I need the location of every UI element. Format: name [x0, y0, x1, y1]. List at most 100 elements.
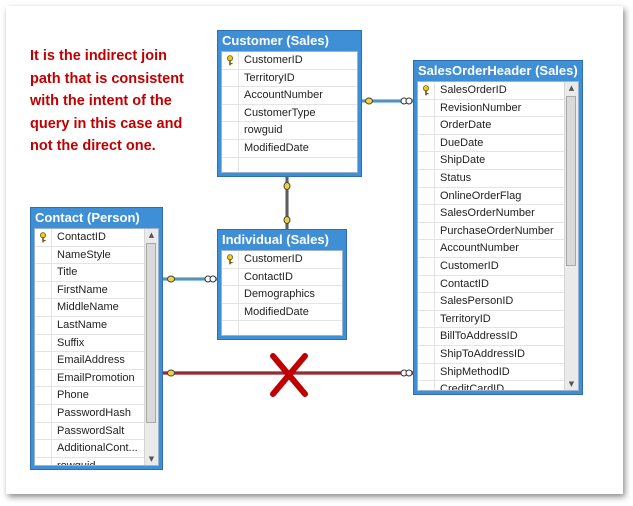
column-name: rowguid [57, 459, 96, 466]
column-list: CustomerID TerritoryID AccountNumber Cus… [221, 51, 358, 173]
column-row[interactable]: Phone [35, 387, 158, 405]
column-name: PurchaseOrderNumber [440, 224, 554, 237]
column-name: BillToAddressID [440, 330, 518, 343]
column-row[interactable]: ModifiedDate [222, 140, 357, 158]
column-row[interactable]: ContactID [418, 275, 578, 294]
column-name: SalesOrderID [440, 84, 507, 96]
column-row[interactable]: EmailAddress [35, 352, 158, 370]
key-icon [227, 254, 233, 265]
column-row[interactable]: CustomerType [222, 104, 357, 123]
column-name: FirstName [57, 283, 108, 296]
column-name: ShipMethodID [440, 365, 510, 378]
column-list: CustomerID ContactID Demographics Modifi… [221, 250, 343, 336]
column-row[interactable]: BillToAddressID [418, 328, 578, 346]
table-customer[interactable]: Customer (Sales) CustomerID TerritoryID … [217, 30, 362, 177]
column-name: TerritoryID [244, 71, 295, 84]
column-row[interactable]: TerritoryID [222, 69, 357, 88]
column-name: ShipToAddressID [440, 348, 525, 360]
column-row[interactable]: CustomerID [222, 251, 342, 269]
column-name: OnlineOrderFlag [440, 189, 522, 202]
table-salesorderheader[interactable]: SalesOrderHeader (Sales) SalesOrderID Re… [413, 60, 583, 395]
column-name: Status [440, 172, 472, 184]
column-row[interactable] [222, 321, 342, 335]
column-row[interactable]: ShipMethodID [418, 363, 578, 382]
column-name: Title [57, 266, 78, 279]
column-row[interactable]: AccountNumber [222, 87, 357, 105]
column-row[interactable]: LastName [35, 317, 158, 335]
column-row[interactable]: CustomerID [418, 258, 578, 276]
column-row[interactable]: PurchaseOrderNumber [418, 222, 578, 241]
column-name: CustomerID [244, 253, 303, 265]
column-name: ModifiedDate [244, 142, 309, 154]
column-row[interactable]: rowguid [35, 457, 158, 466]
scroll-down-icon[interactable]: ▼ [568, 380, 575, 388]
column-name: MiddleName [57, 301, 119, 314]
column-name: DueDate [440, 136, 484, 149]
column-row[interactable]: ModifiedDate [222, 303, 342, 322]
column-row[interactable]: Title [35, 264, 158, 282]
key-end-icon [283, 216, 291, 224]
column-row[interactable]: PasswordHash [35, 405, 158, 423]
column-name: AdditionalCont... [57, 442, 138, 455]
join-contact-individual[interactable] [163, 275, 218, 283]
column-row[interactable]: AccountNumber [418, 240, 578, 258]
scrollbar-thumb[interactable] [566, 96, 576, 266]
column-row[interactable]: PasswordSalt [35, 422, 158, 441]
column-name: RevisionNumber [440, 101, 522, 114]
column-row[interactable]: Suffix [35, 334, 158, 353]
column-row[interactable]: Status [418, 170, 578, 188]
column-row[interactable]: CreditCardID [418, 381, 578, 391]
column-row[interactable]: SalesOrderID [418, 82, 578, 100]
column-row[interactable]: CustomerID [222, 52, 357, 70]
column-row[interactable] [222, 157, 357, 172]
scroll-up-icon[interactable]: ▲ [148, 231, 155, 239]
scroll-up-icon[interactable]: ▲ [568, 84, 575, 92]
column-name: CustomerID [440, 260, 499, 272]
column-row[interactable]: ContactID [222, 268, 342, 287]
key-end-icon [283, 182, 291, 190]
join-customer-individual[interactable] [283, 177, 291, 229]
scrollbar-thumb[interactable] [146, 243, 156, 423]
column-row[interactable]: FirstName [35, 281, 158, 300]
table-title: SalesOrderHeader (Sales) [418, 63, 578, 78]
vertical-scrollbar[interactable]: ▲ ▼ [564, 82, 578, 390]
column-name: CustomerType [244, 106, 316, 119]
column-row[interactable]: RevisionNumber [418, 99, 578, 118]
column-name: TerritoryID [440, 312, 491, 325]
column-row[interactable]: DueDate [418, 134, 578, 153]
column-row[interactable]: OnlineOrderFlag [418, 187, 578, 206]
column-row[interactable]: SalesOrderNumber [418, 205, 578, 223]
column-name: Phone [57, 389, 89, 402]
column-row[interactable]: OrderDate [418, 117, 578, 135]
vertical-scrollbar[interactable]: ▲ ▼ [144, 229, 158, 465]
column-row[interactable]: NameStyle [35, 246, 158, 265]
column-row[interactable]: ContactID [35, 229, 158, 247]
column-row[interactable]: ShipToAddressID [418, 346, 578, 364]
scroll-down-icon[interactable]: ▼ [148, 455, 155, 463]
column-name: ShipDate [440, 154, 486, 167]
note-line: with the intent of the [30, 93, 172, 109]
join-customer-salesorderheader[interactable] [362, 97, 413, 105]
column-name: rowguid [244, 124, 283, 137]
table-contact[interactable]: Contact (Person) ContactID NameStyle Tit… [30, 207, 163, 470]
note-line: It is the indirect join [30, 48, 167, 64]
table-title: Customer (Sales) [222, 33, 329, 48]
key-icon [227, 55, 233, 66]
table-individual[interactable]: Individual (Sales) CustomerID ContactID … [217, 229, 347, 340]
annotation-note: It is the indirect join path that is con… [30, 45, 215, 158]
column-row[interactable]: TerritoryID [418, 310, 578, 329]
column-row[interactable]: Demographics [222, 286, 342, 304]
column-row[interactable]: rowguid [222, 122, 357, 140]
column-name: PasswordHash [57, 407, 131, 419]
column-row[interactable]: AdditionalCont... [35, 440, 158, 458]
column-name: OrderDate [440, 119, 492, 132]
column-name: CreditCardID [440, 383, 505, 391]
column-row[interactable]: MiddleName [35, 299, 158, 317]
key-icon [423, 85, 429, 96]
column-row[interactable]: SalesPersonID [418, 293, 578, 311]
column-row[interactable]: ShipDate [418, 152, 578, 170]
column-name: Suffix [57, 336, 85, 349]
column-row[interactable]: EmailPromotion [35, 369, 158, 388]
column-name: ContactID [244, 270, 293, 283]
column-name: Demographics [244, 288, 315, 301]
